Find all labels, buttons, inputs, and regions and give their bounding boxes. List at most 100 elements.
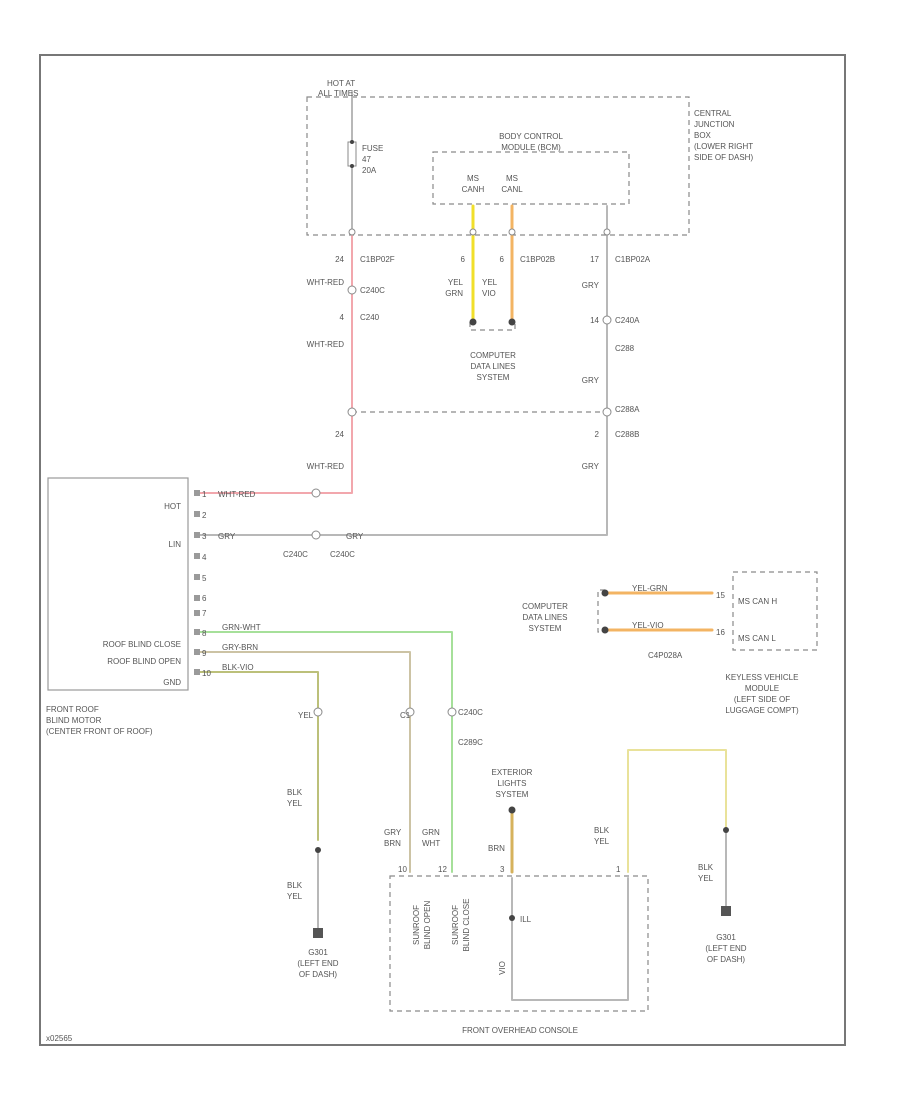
sunroof-blind-close-label-2: BLIND CLOSE	[462, 899, 471, 952]
motor-pin-mark-9	[194, 649, 200, 655]
bcm-label-1: BODY CONTROL	[499, 132, 563, 141]
connector-c1bp02b-label: C1BP02B	[520, 255, 555, 264]
motor-pin-mark-1	[194, 490, 200, 496]
wire-label-gry-5: GRY	[346, 532, 364, 541]
ill-terminal	[509, 915, 515, 921]
motor-caption-3: (CENTER FRONT OF ROOF)	[46, 727, 153, 736]
wire-label-yel-drop: YEL	[298, 711, 314, 720]
console-pin-1: 1	[616, 865, 621, 874]
ext-lights-label-2: LIGHTS	[498, 779, 527, 788]
wire-label-gry-drop: GRY	[384, 828, 402, 837]
motor-pin-marks	[194, 490, 200, 675]
connector-c240-wht-red	[347, 285, 357, 295]
connector-c1bp02f-label: C1BP02F	[360, 255, 395, 264]
pin-6-left: 6	[461, 255, 466, 264]
bcm-can-b: CANL	[501, 185, 523, 194]
connector-c240c-gry	[311, 530, 321, 540]
hot-at-label-1: HOT AT	[327, 79, 355, 88]
wire-label-grn-drop: GRN	[422, 828, 440, 837]
fuse-label-2: 47	[362, 155, 371, 164]
diagram-code: x02565	[46, 1034, 73, 1043]
connector-c1bp02a-label: C1BP02A	[615, 255, 651, 264]
wire-label-kvm-yel-grn: YEL-GRN	[632, 584, 668, 593]
kvm-caption-4: LUGGAGE COMPT)	[725, 706, 799, 715]
splice-left-ground	[315, 847, 321, 853]
cds-right-bracket	[597, 589, 605, 633]
ill-label: ILL	[520, 915, 532, 924]
front-roof-blind-motor-box	[47, 477, 189, 691]
kvm-caption-3: (LEFT SIDE OF	[734, 695, 790, 704]
ground-left-label-1: G301	[308, 948, 328, 957]
splice-right-ground	[723, 827, 729, 833]
sunroof-blind-open-label-2: BLIND OPEN	[423, 901, 432, 950]
sunroof-blind-open-label-1: SUNROOF	[412, 905, 421, 945]
wire-label-blk-2: BLK	[287, 881, 303, 890]
ext-lights-label-3: SYSTEM	[496, 790, 529, 799]
motor-caption-1: FRONT ROOF	[46, 705, 99, 714]
cjb-label-1: CENTRAL	[694, 109, 732, 118]
wire-label-yel-2: YEL	[482, 278, 498, 287]
connector-c288-label: C288	[615, 344, 635, 353]
connector-bcm-pin-6b	[508, 228, 516, 236]
motor-pin-6: 6	[202, 594, 207, 603]
overhead-console-boundary	[389, 875, 649, 1012]
pin-24-mid: 24	[335, 430, 344, 439]
wire-label-yel-6: YEL	[698, 874, 714, 883]
cds-top-label-1: COMPUTER	[470, 351, 516, 360]
motor-pin-open-label: ROOF BLIND OPEN	[107, 657, 181, 666]
hot-at-label-2: ALL TIMES	[318, 89, 358, 98]
terminal-kvm-l	[601, 626, 609, 634]
wire-label-wht-red-1: WHT-RED	[307, 278, 345, 287]
connector-blk-vio	[313, 707, 323, 717]
wire-label-gry-4: GRY	[218, 532, 236, 541]
kvm-connector-label: C4P028A	[648, 651, 683, 660]
kvm-pin-15: 15	[716, 591, 725, 600]
motor-pin-10: 10	[202, 669, 211, 678]
connector-c240-label: C240	[360, 313, 380, 322]
bcm-can-a: CANH	[462, 185, 485, 194]
motor-pin-4: 4	[202, 553, 207, 562]
wire-label-vio: VIO	[482, 289, 496, 298]
wire-label-yel-4: YEL	[287, 892, 303, 901]
cjb-label-5: SIDE OF DASH)	[694, 153, 753, 162]
wire-label-blk-1: BLK	[287, 788, 303, 797]
pin-24-top: 24	[335, 255, 344, 264]
wire-label-brn-drop: BRN	[384, 839, 401, 848]
cjb-label-3: BOX	[694, 131, 712, 140]
motor-pin-mark-3	[194, 532, 200, 538]
kvm-can-h-label: MS CAN H	[738, 597, 777, 606]
motor-pin-mark-5	[194, 574, 200, 580]
connector-c240a-label: C240A	[615, 316, 640, 325]
terminal-yel-vio-end	[508, 318, 516, 326]
bcm-ms-a: MS	[467, 174, 479, 183]
motor-pin-mark-8	[194, 629, 200, 635]
wire-label-gry-3: GRY	[582, 462, 600, 471]
pin-4-c240: 4	[340, 313, 345, 322]
wire-label-c1: C1	[400, 711, 411, 720]
motor-pin-close-label: ROOF BLIND CLOSE	[103, 640, 181, 649]
motor-pin-8: 8	[202, 629, 207, 638]
wire-grn-wht	[199, 631, 453, 873]
cjb-label-2: JUNCTION	[694, 120, 735, 129]
data-lines-bracket	[469, 322, 516, 331]
motor-pin-1: 1	[202, 490, 207, 499]
ground-icon-left	[313, 928, 323, 938]
fuse-icon	[347, 141, 357, 167]
motor-pin-gnd-label: GND	[163, 678, 181, 687]
kvm-caption-2: MODULE	[745, 684, 779, 693]
kvm-caption-1: KEYLESS VEHICLE	[726, 673, 799, 682]
bcm-ms-b: MS	[506, 174, 518, 183]
fuse-terminal-top	[350, 140, 354, 144]
sunroof-blind-close-label-1: SUNROOF	[451, 905, 460, 945]
connector-bcm-pin-6a	[469, 228, 477, 236]
motor-pin-mark-7	[194, 610, 200, 616]
wire-blk-vio	[199, 671, 319, 841]
fuse-label-1: FUSE	[362, 144, 383, 153]
wire-label-grn-wht: GRN-WHT	[222, 623, 261, 632]
connector-c240a-gry	[602, 315, 612, 325]
pin-14: 14	[590, 316, 599, 325]
connector-c240c-top-label: C240C	[360, 286, 385, 295]
motor-pin-2: 2	[202, 511, 207, 520]
ground-left-label-2: (LEFT END	[297, 959, 338, 968]
